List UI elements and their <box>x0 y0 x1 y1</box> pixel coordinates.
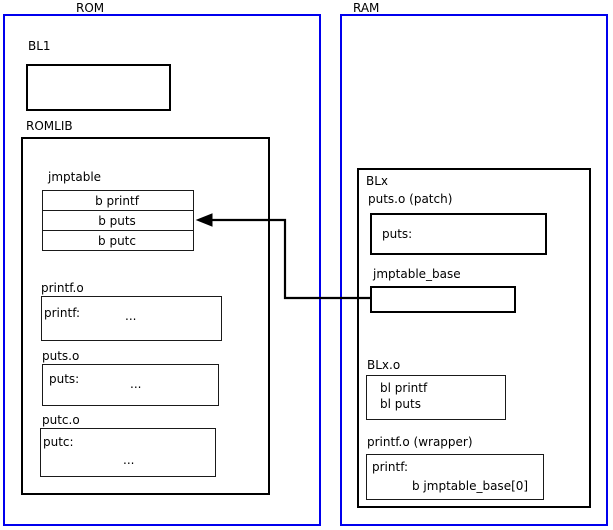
bl1-label: BL1 <box>28 39 51 53</box>
romlib-label: ROMLIB <box>26 119 73 133</box>
blx-o-label: BLx.o <box>367 358 401 372</box>
romlib-object-ellipsis-1: ... <box>130 377 142 391</box>
blx-o-line-0: bl printf <box>380 381 428 395</box>
jmptable-entry-text-2: b putc <box>98 234 136 248</box>
ram-region-label: RAM <box>353 1 380 15</box>
jmptable-base-box <box>370 286 516 313</box>
blx-o-box: bl printf bl puts <box>366 375 506 420</box>
romlib-object-label-2: putc.o <box>42 413 80 427</box>
printf-wrapper-label: printf.o (wrapper) <box>367 435 473 449</box>
romlib-object-box-2: putc: ... <box>40 428 216 477</box>
jmptable-entry-text-0: b printf <box>95 194 139 208</box>
romlib-object-symbol-1: puts: <box>49 372 80 386</box>
romlib-object-symbol-0: printf: <box>44 306 81 320</box>
puts-patch-box: puts: <box>370 213 547 255</box>
printf-wrapper-symbol: printf: <box>372 460 409 474</box>
printf-wrapper-branch: b jmptable_base[0] <box>412 479 529 493</box>
jmptable-label: jmptable <box>48 170 102 184</box>
romlib-object-ellipsis-0: ... <box>125 309 137 323</box>
jmptable-entry-text-1: b puts <box>98 214 136 228</box>
romlib-object-label-1: puts.o <box>42 349 80 363</box>
romlib-object-box-0: printf: ... <box>41 296 222 341</box>
jmptable-entry-row-2: b putc <box>42 230 194 251</box>
romlib-object-box-1: puts: ... <box>42 364 219 406</box>
blx-o-line-1: bl puts <box>380 397 421 411</box>
printf-wrapper-box: printf: b jmptable_base[0] <box>366 454 544 500</box>
jmptable-base-label: jmptable_base <box>373 267 461 281</box>
puts-patch-symbol: puts: <box>382 227 413 241</box>
jmptable-entry-row-1: b puts <box>42 210 194 231</box>
blx-label: BLx <box>366 174 389 188</box>
bl1-box <box>26 64 171 111</box>
rom-region-label: ROM <box>76 1 105 15</box>
romlib-object-ellipsis-2: ... <box>123 453 135 467</box>
jmptable-entry-row-0: b printf <box>42 190 194 211</box>
puts-patch-label: puts.o (patch) <box>368 192 453 206</box>
romlib-object-label-0: printf.o <box>41 281 84 295</box>
romlib-object-symbol-2: putc: <box>43 435 74 449</box>
